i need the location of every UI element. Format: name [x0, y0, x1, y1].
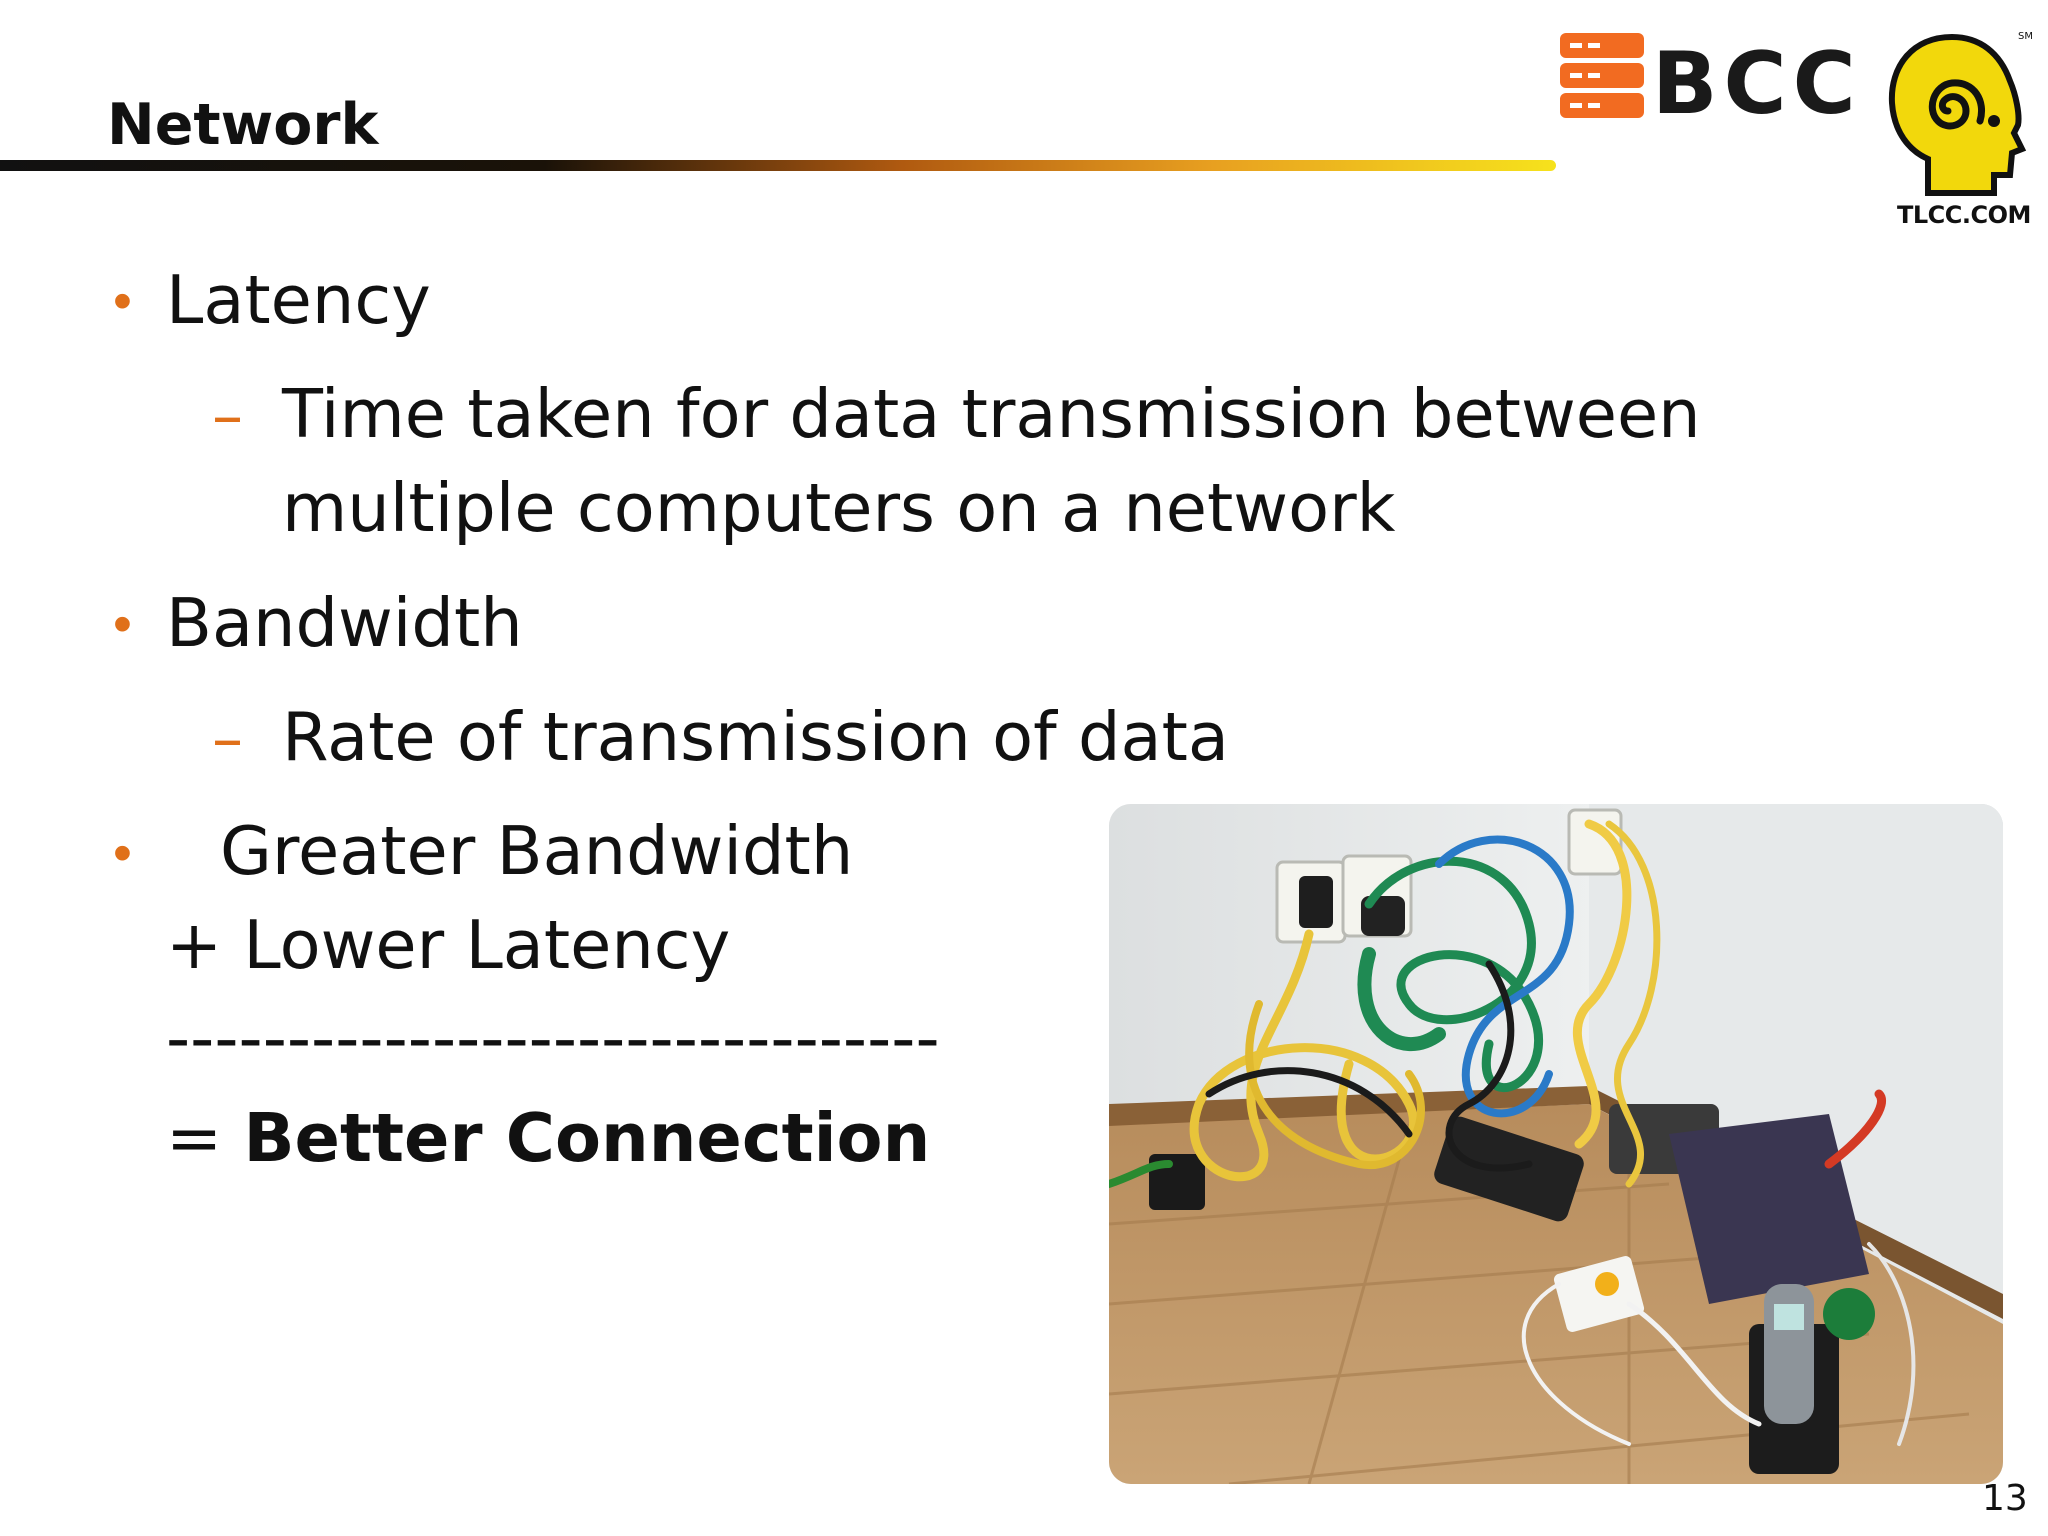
bullet-dot: •	[113, 823, 132, 883]
logo-brand-text: BCC	[1652, 34, 1862, 134]
service-mark: SM	[2018, 31, 2032, 42]
formula-line-lower-latency: + Lower Latency	[166, 906, 731, 984]
sub-bullet-dash: –	[212, 702, 243, 775]
network-cables-illustration	[1109, 804, 2003, 1484]
bullet-latency: Latency	[166, 261, 431, 339]
logo: BCC SM TLCC.COM	[1552, 25, 2032, 235]
network-cables-photo	[1109, 804, 2003, 1484]
formula-result: = Better Connection	[166, 1099, 931, 1177]
latency-description-line1: Time taken for data transmission between	[282, 375, 1701, 453]
bullet-dot: •	[113, 594, 132, 654]
page-number: 13	[1982, 1478, 2028, 1519]
sub-bullet-dash: –	[212, 379, 243, 452]
latency-description-line2: multiple computers on a network	[282, 469, 1396, 547]
bullet-dot: •	[113, 271, 132, 331]
tlcc-head-icon: SM	[1888, 31, 2032, 196]
formula-line-greater-bandwidth: Greater Bandwidth	[220, 812, 854, 890]
bandwidth-description: Rate of transmission of data	[282, 698, 1229, 776]
formula-divider: --------------------------------	[166, 999, 940, 1077]
title-divider	[0, 160, 1556, 171]
slide-title: Network	[107, 92, 379, 158]
formula-result-text: Better Connection	[243, 1099, 931, 1177]
bullet-bandwidth: Bandwidth	[166, 584, 523, 662]
formula-result-prefix: =	[166, 1099, 244, 1177]
logo-url-text: TLCC.COM	[1897, 201, 2031, 229]
bcc-server-icon	[1560, 33, 1644, 118]
